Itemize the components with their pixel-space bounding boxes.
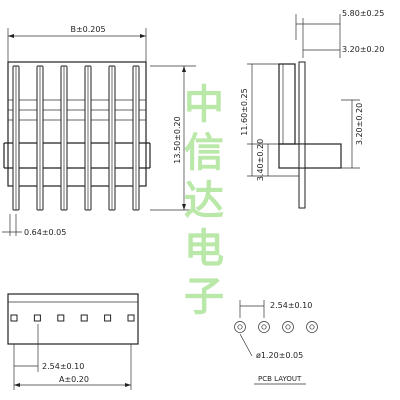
bottom-pins xyxy=(10,314,135,322)
pcb-hole xyxy=(234,321,246,333)
pcb-hole-inner xyxy=(237,324,243,330)
front-view: B±0.205 13.50±0.20 0.64±0.05 xyxy=(2,25,196,237)
arrow-left xyxy=(8,34,14,38)
pcb-layout: 2.54±0.10 ø1.20±0.05 PCB LAYOUT xyxy=(234,300,318,385)
pcb-hole-inner xyxy=(261,324,267,330)
bottom-pin xyxy=(10,314,18,322)
pcb-hole-leader xyxy=(239,333,253,357)
side-pin xyxy=(298,61,306,209)
bottom-pin xyxy=(33,314,41,322)
arrow-bottom xyxy=(182,204,186,210)
arrow-right xyxy=(140,34,146,38)
side-body-upper xyxy=(278,63,296,145)
pcb-hole-inner xyxy=(309,324,315,330)
bottom-view: 2.54±0.10 A±0.20 xyxy=(7,293,139,390)
pcb-hole xyxy=(258,321,270,333)
side-view: 5.80±0.25 3.20±0.20 11.60±0.25 3.40±0.20… xyxy=(240,9,384,209)
watermark-char: 中 xyxy=(184,82,224,128)
watermark-char: 信 xyxy=(184,130,224,176)
front-pins xyxy=(12,65,140,211)
side-total-label: 5.80±0.25 xyxy=(342,9,384,18)
bottom-pin xyxy=(80,314,88,322)
side-pin-in-base xyxy=(298,143,306,169)
side-lower-right-label: 3.20±0.20 xyxy=(355,103,364,145)
width-dim-label: B±0.205 xyxy=(70,25,105,34)
pcb-hole-label: ø1.20±0.05 xyxy=(256,351,303,360)
watermark-char: 达 xyxy=(184,178,224,224)
pcb-layout-label: PCB LAYOUT xyxy=(258,375,302,383)
pcb-hole-inner xyxy=(285,324,291,330)
housing-outline xyxy=(7,61,147,187)
side-lower-left-label: 3.40±0.20 xyxy=(256,139,265,181)
bottom-total-label: A±0.20 xyxy=(59,375,89,384)
watermark-char: 子 xyxy=(184,274,224,320)
watermark: 中 信 达 电 子 xyxy=(184,82,224,320)
bottom-pitch-label: 2.54±0.10 xyxy=(42,362,84,371)
arrow-top xyxy=(182,66,186,72)
pcb-hole xyxy=(282,321,294,333)
bottom-outline xyxy=(7,293,139,345)
pcb-holes xyxy=(234,321,318,333)
arrow-a-left xyxy=(14,383,20,387)
bottom-pin xyxy=(104,314,112,322)
side-upper-label: 11.60±0.25 xyxy=(240,88,249,135)
pcb-hole xyxy=(306,321,318,333)
pcb-pitch-label: 2.54±0.10 xyxy=(270,301,312,310)
side-base xyxy=(278,143,342,169)
side-offset-label: 3.20±0.20 xyxy=(342,45,384,54)
watermark-char: 电 xyxy=(184,226,224,272)
bottom-pin xyxy=(127,314,135,322)
pin-dim-label: 0.64±0.05 xyxy=(24,228,66,237)
height-dim-label: 13.50±0.20 xyxy=(173,116,182,163)
bottom-pin xyxy=(57,314,65,322)
arrow-a-right xyxy=(125,383,131,387)
